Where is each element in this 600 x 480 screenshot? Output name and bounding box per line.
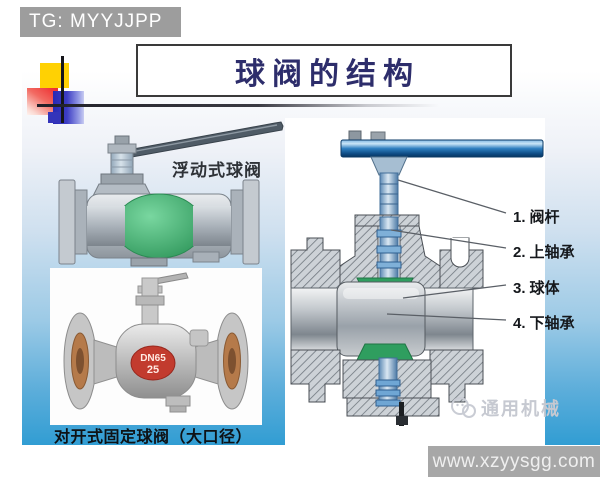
photo-body-boss [189, 329, 209, 347]
floating-valve-handle [116, 121, 284, 160]
bearing-ring [376, 245, 402, 254]
part-num: 4. [513, 315, 526, 332]
leader-line-2 [390, 229, 507, 249]
ball-highlight [343, 288, 419, 299]
cs-bottom-nut [396, 416, 408, 425]
bearing-ring [375, 379, 401, 387]
stem-top-nut [114, 135, 130, 145]
tag-watermark-badge: TG: MYYJJPP [20, 7, 181, 37]
photo-right-bore [228, 348, 236, 374]
part-num: 2. [513, 244, 526, 261]
bearing-ring [375, 399, 401, 407]
stem-gland [107, 143, 137, 154]
cs-bottom-pin [399, 402, 404, 426]
left-hub [74, 189, 88, 255]
cs-body-cavity [450, 238, 470, 268]
brand-watermark-text: 通用机械 [481, 399, 561, 419]
part-name: 球体 [529, 280, 560, 297]
ball-seat-green [114, 193, 204, 259]
deco-red-square [27, 88, 58, 115]
part-num: 3. [513, 280, 526, 297]
deco-vertical-line [61, 56, 64, 123]
valve-stem [110, 152, 134, 176]
bottom-drain [130, 257, 168, 267]
bore-right [193, 206, 231, 246]
leader-line-4 [386, 313, 507, 321]
packing-gland [100, 173, 144, 185]
fixed-valve-photo: DN65 25 [50, 268, 262, 425]
photo-red-tag [130, 345, 176, 381]
part-name: 阀杆 [529, 209, 560, 226]
part-label-ball: 3.球体 [513, 277, 599, 298]
part-num: 1. [513, 209, 526, 226]
deco-blue-tab [48, 112, 61, 123]
bearing-ring [376, 261, 402, 269]
handle-bolt [348, 130, 362, 141]
deco-horizontal-line [37, 104, 439, 107]
brand-watermark: 通用机械 [450, 395, 561, 421]
cs-lower-right [429, 349, 484, 403]
photo-gland [135, 295, 165, 306]
leader-line-1 [397, 179, 507, 214]
leader-line-3 [402, 284, 507, 299]
part-name: 上轴承 [529, 244, 575, 261]
deco-yellow-square [40, 63, 69, 88]
part-label-lower-bearing: 4.下轴承 [513, 312, 599, 333]
photo-tag-pn: 25 [147, 364, 159, 376]
cs-handle [340, 139, 544, 158]
floating-valve-caption: 浮动式球阀 [172, 161, 262, 180]
part-label-upper-bearing: 2.上轴承 [513, 241, 599, 262]
bearing-ring [375, 389, 401, 397]
cs-handle-hub [370, 156, 408, 176]
handle-highlight [119, 124, 278, 155]
right-flange [242, 179, 260, 265]
slide-title-box: 球阀的结构 [136, 44, 512, 97]
part-label-stem: 1.阀杆 [513, 206, 599, 227]
photo-drain [165, 395, 191, 407]
fixed-valve-caption: 对开式固定球阀（大口径） [54, 429, 253, 446]
photo-tag-dn: DN65 [140, 353, 166, 364]
url-watermark-bar: www.xzyysgg.com [428, 446, 600, 477]
cross-section-diagram [290, 130, 544, 426]
right-hub [230, 189, 244, 255]
floating-ball-valve-illustration [58, 121, 284, 267]
cs-stem-upper [379, 172, 399, 218]
cross-section-card [285, 118, 545, 445]
bearing-ring [376, 229, 402, 238]
left-flange [58, 179, 76, 265]
slide-title: 球阀的结构 [235, 57, 420, 91]
photo-left-bore [76, 348, 84, 374]
bottom-tab [192, 251, 220, 263]
handle-bolt [370, 131, 386, 141]
cs-body-left [290, 237, 341, 289]
photo-drain-cap [169, 405, 187, 413]
part-name: 下轴承 [529, 315, 575, 332]
cs-lower-left [290, 349, 341, 403]
wechat-logo-icon [451, 397, 476, 418]
fixed-valve-photo-card: DN65 25 [50, 268, 262, 425]
bore-left [87, 206, 125, 246]
